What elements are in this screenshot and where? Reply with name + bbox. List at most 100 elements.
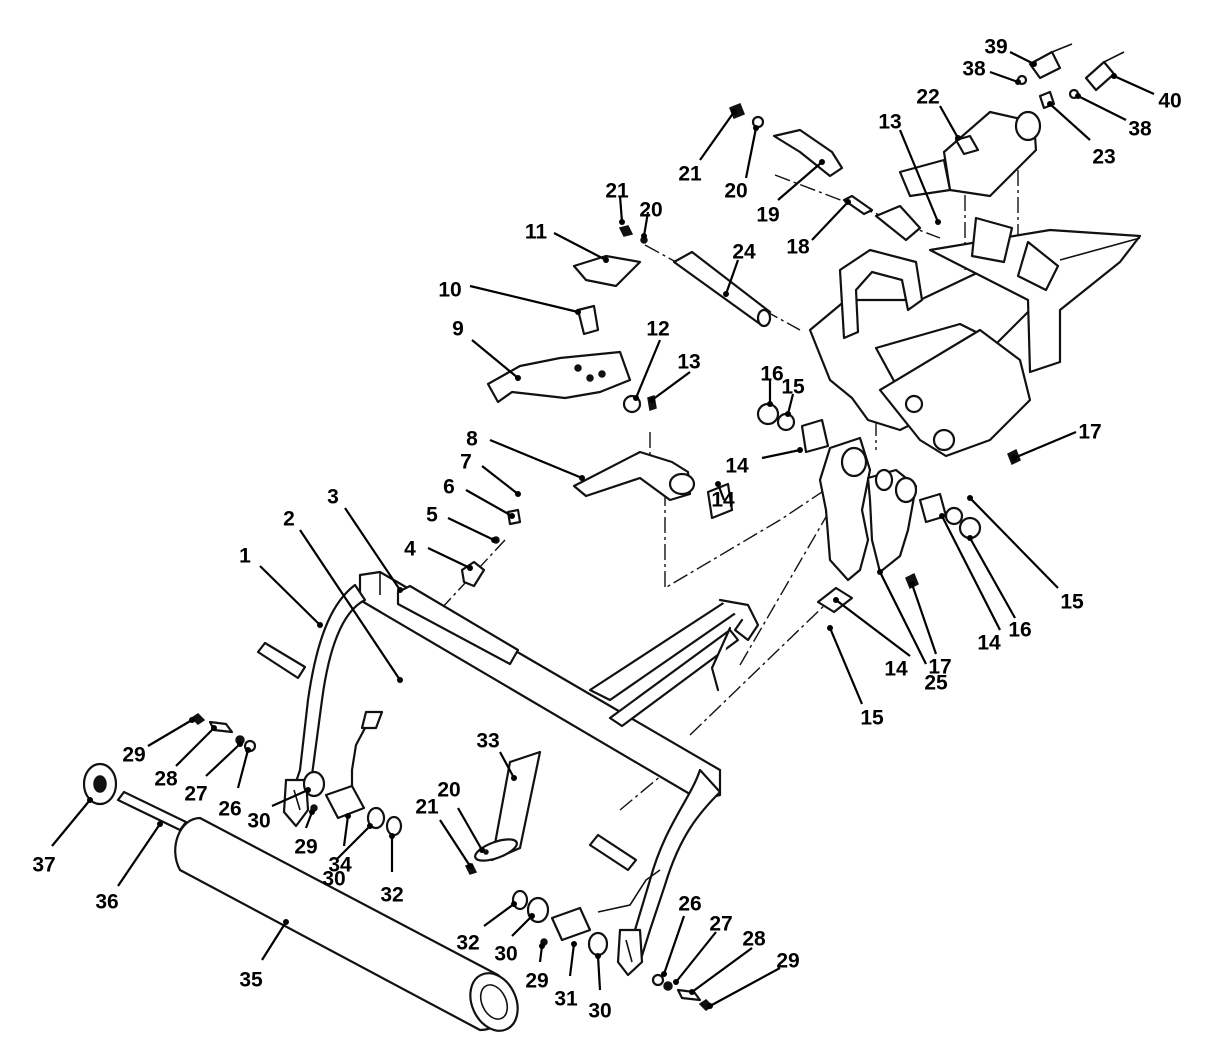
leader-line-20	[744, 127, 758, 179]
leader-dot-31	[571, 941, 577, 947]
u-bracket	[838, 248, 924, 340]
leader-dot-2	[397, 677, 403, 683]
leader-dot-19	[819, 159, 825, 165]
callout-label-32: 32	[380, 884, 403, 907]
spacer-tube-right	[550, 906, 592, 942]
leader-dot-27	[237, 741, 243, 747]
leader-dot-13	[935, 219, 941, 225]
leader-dot-7	[515, 491, 521, 497]
callout-label-3: 3	[327, 486, 339, 509]
leader-line-8	[489, 438, 583, 480]
pin-19	[772, 128, 844, 178]
callout-label-18: 18	[786, 236, 810, 259]
callout-label-21: 21	[605, 180, 629, 203]
leader-dot-38	[1075, 93, 1081, 99]
leader-dot-30	[305, 787, 311, 793]
leader-dot-35	[283, 919, 289, 925]
callout-label-2: 2	[283, 508, 295, 531]
leader-line-27	[205, 743, 241, 777]
leader-dot-15	[827, 625, 833, 631]
leader-dot-39	[1031, 61, 1037, 67]
leader-line-16	[969, 537, 1016, 619]
leader-line-30	[335, 825, 371, 861]
callout-label-25: 25	[924, 672, 948, 695]
pin-18	[842, 194, 874, 216]
leader-line-28	[691, 947, 753, 993]
leader-line-37	[51, 799, 91, 847]
leader-dot-13	[649, 397, 655, 403]
callout-label-32: 32	[456, 932, 479, 955]
leader-dot-22	[955, 135, 961, 141]
bolt-10	[576, 304, 600, 336]
fitting-40	[1084, 60, 1116, 92]
leader-dot-11	[603, 257, 609, 263]
callout-label-8: 8	[466, 428, 478, 451]
callout-label-24: 24	[732, 241, 756, 264]
callout-label-20: 20	[639, 199, 662, 222]
leader-line-38	[1077, 95, 1127, 121]
leader-line-15	[969, 497, 1059, 589]
callout-label-23: 23	[1092, 146, 1115, 169]
leader-line-39	[1009, 51, 1035, 65]
leader-line-33	[499, 751, 515, 779]
bushing-14	[706, 482, 734, 520]
callout-label-33: 33	[476, 730, 499, 753]
leader-line-3	[344, 507, 401, 591]
leader-line-21	[699, 111, 735, 161]
linkage-parts	[460, 225, 772, 588]
callout-label-34: 34	[328, 854, 352, 877]
callout-label-14: 14	[725, 455, 749, 478]
leader-line-17	[1013, 430, 1077, 460]
leader-dot-34	[345, 813, 351, 819]
leader-line-12	[634, 339, 662, 399]
lever-8	[572, 450, 692, 502]
leader-dot-4	[467, 565, 473, 571]
leader-dot-12	[633, 395, 639, 401]
callout-label-35: 35	[239, 969, 263, 992]
callout-label-11: 11	[525, 221, 548, 244]
callout-label-16: 16	[760, 363, 783, 386]
callout-label-29: 29	[122, 744, 145, 767]
leader-dot-20	[753, 125, 759, 131]
leader-dot-14	[715, 481, 721, 487]
leader-line-29	[147, 719, 193, 747]
leader-dot-24	[723, 291, 729, 297]
cam-plate	[878, 328, 1032, 458]
callout-label-15: 15	[1060, 591, 1084, 614]
leader-line-18	[811, 201, 849, 241]
leader-dot-30	[595, 953, 601, 959]
leader-line-36	[117, 823, 161, 887]
leader-dot-30	[367, 823, 373, 829]
callout-label-14: 14	[884, 658, 908, 681]
leader-line-4	[427, 547, 471, 569]
frame-assembly	[256, 570, 760, 977]
spacer-tube	[324, 784, 366, 820]
right-hardware	[511, 889, 714, 1011]
callout-label-5: 5	[426, 504, 438, 527]
callout-label-21: 21	[415, 796, 439, 819]
leader-dot-14	[797, 447, 803, 453]
leader-line-23	[1049, 103, 1091, 141]
callout-label-7: 7	[460, 451, 472, 474]
leader-line-34	[342, 815, 350, 847]
leader-line-15	[786, 393, 795, 415]
callout-label-29: 29	[294, 836, 317, 859]
callout-label-30: 30	[247, 810, 270, 833]
leader-line-20	[642, 211, 650, 237]
leader-line-21	[618, 195, 624, 223]
leader-line-40	[1113, 74, 1155, 96]
side-plate	[970, 216, 1014, 264]
callout-label-27: 27	[709, 913, 732, 936]
fitting-39	[1028, 50, 1062, 80]
leader-lines	[51, 51, 1155, 1009]
leader-dot-21	[619, 219, 625, 225]
callout-label-17: 17	[1078, 421, 1101, 444]
callout-label-13: 13	[677, 351, 700, 374]
leader-dot-32	[511, 901, 517, 907]
leader-dot-20	[479, 847, 485, 853]
callout-label-27: 27	[184, 783, 207, 806]
leader-dot-17	[1011, 455, 1017, 461]
bushing-14-upper	[800, 418, 830, 454]
leader-dot-33	[511, 775, 517, 781]
callout-label-26: 26	[218, 798, 241, 821]
